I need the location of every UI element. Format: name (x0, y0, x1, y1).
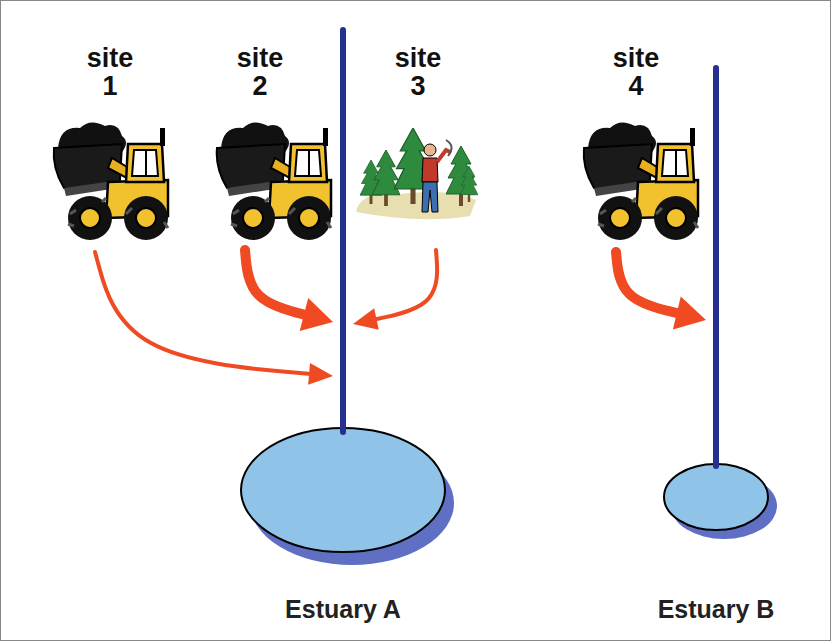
runoff-arrow (353, 250, 437, 330)
bulldozer-icon (217, 122, 331, 240)
estuary-a (241, 428, 445, 552)
runoff-arrow (616, 252, 706, 330)
river-a (340, 30, 346, 432)
bulldozer-icon (584, 122, 698, 240)
arrow-line (616, 252, 679, 314)
arrow-line (245, 250, 306, 315)
arrow-line (95, 252, 311, 374)
estuary-node: Estuary B (620, 66, 812, 624)
site-marker: site 3 (358, 44, 478, 250)
estuary-label: Estuary B (580, 594, 831, 624)
site-marker: site 4 (576, 44, 696, 252)
site-marker: site 1 (50, 44, 170, 252)
estuary-node: Estuary A (197, 28, 489, 624)
estuary-label: Estuary A (157, 594, 529, 624)
runoff-arrow (95, 252, 333, 385)
site-marker: site 2 (200, 44, 320, 250)
arrow-line (375, 250, 438, 319)
estuary-b (664, 464, 768, 530)
site-label: site 4 (613, 44, 660, 100)
arrow-head (300, 298, 333, 331)
site-label: site 1 (87, 44, 134, 100)
arrow-head (673, 297, 706, 330)
site-label: site 2 (237, 44, 284, 100)
site-label: site 3 (395, 44, 442, 100)
arrow-head (308, 363, 333, 385)
forest-icon (356, 128, 478, 219)
river-b (713, 68, 719, 466)
arrow-head (353, 308, 379, 330)
runoff-arrow (245, 250, 333, 331)
bulldozer-icon (54, 122, 168, 240)
